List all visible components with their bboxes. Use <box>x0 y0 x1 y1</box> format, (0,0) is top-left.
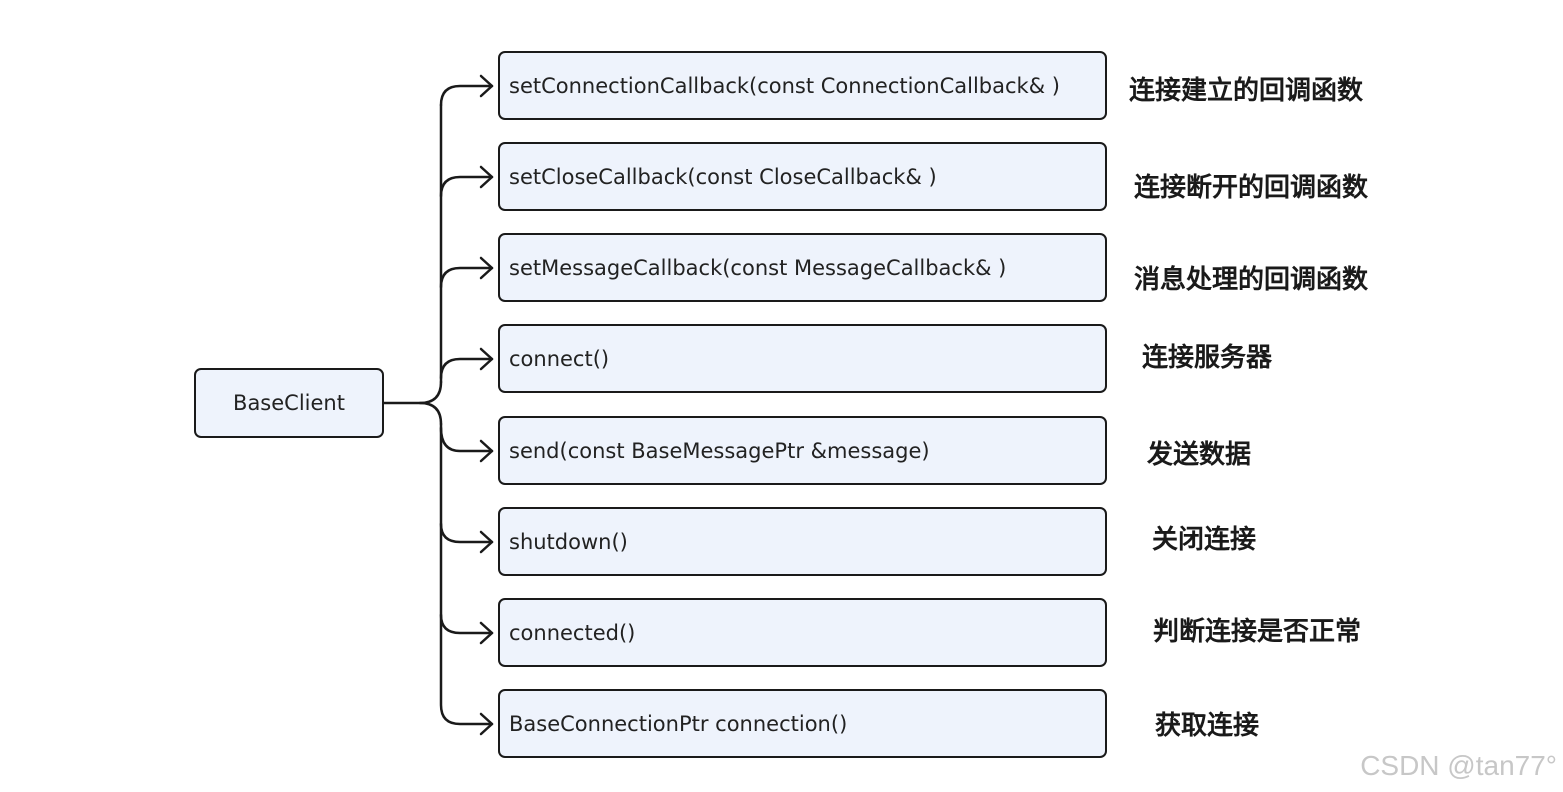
method-node: setMessageCallback(const MessageCallback… <box>498 233 1107 302</box>
method-signature: setCloseCallback(const CloseCallback& ) <box>509 164 937 189</box>
connector-branch-2 <box>439 175 494 198</box>
connector-branch-5 <box>439 426 494 453</box>
method-description: 连接建立的回调函数 <box>1129 76 1364 106</box>
watermark: CSDN @tan77° <box>1360 750 1557 781</box>
root-node-label: BaseClient <box>233 391 345 415</box>
method-signature: setConnectionCallback(const ConnectionCa… <box>509 73 1060 98</box>
connector-branch-4 <box>439 357 494 380</box>
method-node: setConnectionCallback(const ConnectionCa… <box>498 51 1107 120</box>
arrowhead-2 <box>479 165 494 189</box>
method-signature: setMessageCallback(const MessageCallback… <box>509 255 1007 280</box>
method-description: 发送数据 <box>1147 440 1252 470</box>
connector-branch-1 <box>439 84 494 107</box>
method-node: shutdown() <box>498 507 1107 576</box>
method-signature: connected() <box>509 620 636 645</box>
method-description: 连接断开的回调函数 <box>1134 173 1369 203</box>
method-description: 判断连接是否正常 <box>1153 617 1362 647</box>
method-node: send(const BaseMessagePtr &message) <box>498 416 1107 485</box>
connector-root-stem-lower <box>418 401 443 426</box>
method-description: 关闭连接 <box>1152 525 1257 555</box>
connector-root-stem <box>382 380 443 405</box>
method-description: 消息处理的回调函数 <box>1134 265 1369 295</box>
method-signature: shutdown() <box>509 529 628 554</box>
method-signature: BaseConnectionPtr connection() <box>509 711 848 736</box>
root-node: BaseClient <box>194 368 384 438</box>
method-signature: connect() <box>509 346 610 371</box>
method-node: connected() <box>498 598 1107 667</box>
method-node: setCloseCallback(const CloseCallback& ) <box>498 142 1107 211</box>
arrowhead-8 <box>479 712 494 736</box>
arrowhead-6 <box>479 530 494 554</box>
arrowhead-5 <box>479 439 494 463</box>
method-description: 连接服务器 <box>1142 343 1273 373</box>
connector-branch-6 <box>439 522 494 544</box>
method-description: 获取连接 <box>1155 711 1260 741</box>
method-node: connect() <box>498 324 1107 393</box>
arrowhead-3 <box>479 256 494 280</box>
arrowhead-4 <box>479 347 494 371</box>
arrowhead-1 <box>479 74 494 98</box>
connector-branch-3 <box>439 266 494 289</box>
method-signature: send(const BaseMessagePtr &message) <box>509 438 930 463</box>
method-node: BaseConnectionPtr connection() <box>498 689 1107 758</box>
arrowhead-7 <box>479 621 494 645</box>
connector-branch-7 <box>439 613 494 635</box>
connector-branch-8 <box>439 703 494 726</box>
